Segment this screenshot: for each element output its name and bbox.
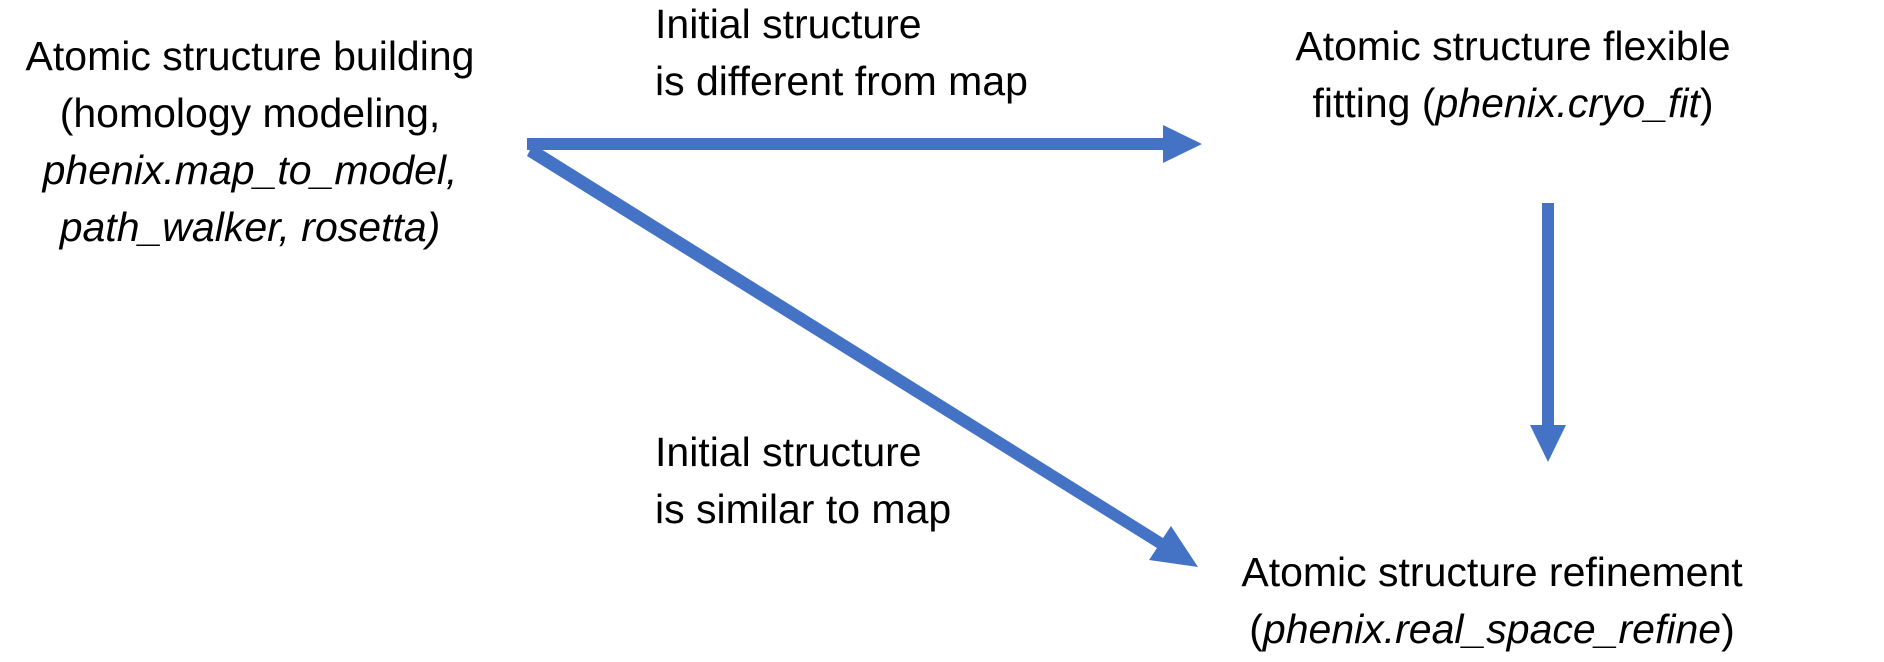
node-line: fitting (phenix.cryo_fit) bbox=[1163, 75, 1863, 132]
arrow-fitting-to-refinement bbox=[1530, 203, 1566, 462]
tool-name: phenix.cryo_fit bbox=[1435, 80, 1700, 126]
node-line-text: ) bbox=[1699, 80, 1714, 126]
edge-label-different: Initial structure is different from map bbox=[655, 0, 1028, 110]
node-structure-refinement: Atomic structure refinement (phenix.real… bbox=[1142, 544, 1842, 658]
node-line: Atomic structure refinement bbox=[1241, 549, 1743, 595]
edge-label-line: Initial structure bbox=[655, 429, 922, 475]
node-line: (homology modeling, bbox=[59, 90, 441, 136]
arrow-building-to-fitting bbox=[527, 125, 1202, 163]
node-flexible-fitting: Atomic structure flexible fitting (pheni… bbox=[1163, 18, 1863, 132]
node-line-text: fitting ( bbox=[1312, 80, 1436, 126]
edge-label-similar: Initial structure is similar to map bbox=[655, 424, 951, 538]
edge-label-line: is different from map bbox=[655, 58, 1028, 104]
node-line: (phenix.real_space_refine) bbox=[1142, 601, 1842, 658]
node-line-text: ) bbox=[1721, 606, 1735, 652]
node-line-text: ( bbox=[1249, 606, 1263, 652]
edge-label-line: Initial structure bbox=[655, 1, 922, 47]
node-line-tool: path_walker, rosetta) bbox=[59, 204, 441, 250]
node-line-tool: phenix.map_to_model, bbox=[42, 147, 458, 193]
node-structure-building: Atomic structure building (homology mode… bbox=[0, 28, 500, 256]
tool-name: phenix.real_space_refine bbox=[1262, 606, 1722, 652]
arrow-building-to-refinement bbox=[527, 144, 1198, 567]
node-line: Atomic structure flexible bbox=[1295, 23, 1731, 69]
node-line: Atomic structure building bbox=[25, 33, 475, 79]
edge-label-line: is similar to map bbox=[655, 486, 952, 532]
